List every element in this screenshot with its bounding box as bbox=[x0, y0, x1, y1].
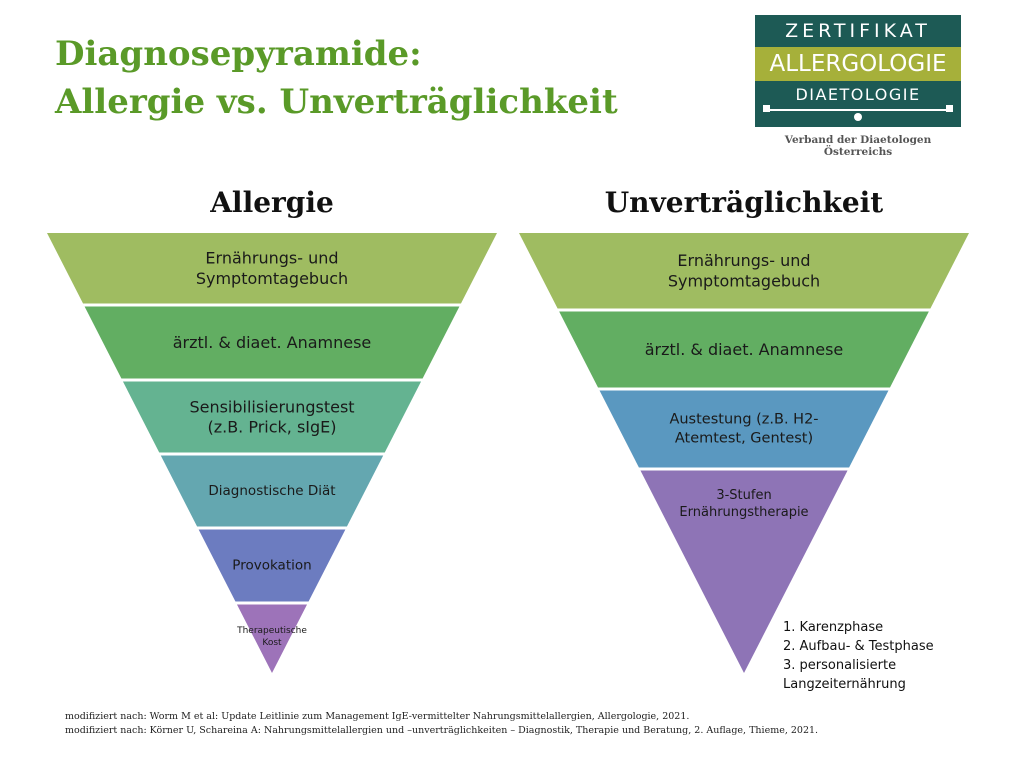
pyramid-tier-label: Therapeutische bbox=[236, 626, 307, 636]
pyramid-tier-label: Ernährungstherapie bbox=[679, 505, 808, 520]
pyramid-tier-label: ärztl. & diaet. Anamnese bbox=[645, 340, 844, 359]
logo-square-right bbox=[946, 105, 953, 112]
logo-diaetologie-text: DIAETOLOGIE bbox=[755, 85, 961, 104]
pyramid-tier-label: Austestung (z.B. H2- bbox=[669, 412, 818, 428]
references: modifiziert nach: Worm M et al: Update L… bbox=[65, 710, 818, 738]
logo-caption: Verband der Diaetologen Österreichs bbox=[784, 134, 932, 158]
pyramid-tier-label: Kost bbox=[262, 638, 282, 648]
title-line-2: Allergie vs. Unverträglichkeit bbox=[55, 82, 618, 122]
pyramid-tier-label: ärztl. & diaet. Anamnese bbox=[173, 333, 372, 352]
pyramid-tier bbox=[47, 233, 497, 304]
logo-row-zertifikat: ZERTIFIKAT bbox=[755, 15, 961, 47]
pyramid-tier-label: Sensibilisierungstest bbox=[189, 397, 354, 416]
pyramid-tier bbox=[559, 311, 929, 388]
logo-divider-line bbox=[767, 109, 949, 111]
allergie-heading: Allergie bbox=[210, 186, 334, 219]
pyramid-tier-label: Symptomtagebuch bbox=[196, 269, 348, 288]
pyramid-tier-label: Provokation bbox=[232, 558, 311, 574]
pyramid-tier bbox=[198, 529, 346, 602]
pyramid-tier bbox=[599, 390, 889, 468]
pyramid-tier-label: 3-Stufen bbox=[716, 488, 771, 503]
unvertraeglichkeit-heading: Unverträglichkeit bbox=[604, 186, 884, 219]
pyramid-tier-label: (z.B. Prick, sIgE) bbox=[207, 418, 336, 437]
logo-row-diaetologie: DIAETOLOGIE bbox=[755, 81, 961, 127]
pyramid-tier-label: Diagnostische Diät bbox=[208, 483, 335, 499]
therapy-step: 3. personalisierte Langzeiternährung bbox=[783, 658, 906, 692]
pyramid-tier bbox=[84, 306, 460, 379]
logo-square-left bbox=[763, 105, 770, 112]
title-line-1: Diagnosepyramide: bbox=[55, 34, 422, 74]
logo-row-allergologie: ALLERGOLOGIE bbox=[755, 47, 961, 81]
pyramid-tier bbox=[236, 604, 308, 673]
therapy-step: 1. Karenzphase bbox=[783, 620, 884, 635]
pyramid-tier-label: Atemtest, Gentest) bbox=[675, 430, 813, 446]
pyramid-tier bbox=[160, 455, 384, 527]
pyramid-tier bbox=[519, 233, 969, 309]
pyramid-tier-label: Ernährungs- und bbox=[205, 249, 338, 268]
pyramid-tier-label: Ernährungs- und bbox=[677, 251, 810, 270]
reference-2: modifiziert nach: Körner U, Schareina A:… bbox=[65, 725, 819, 736]
reference-1: modifiziert nach: Worm M et al: Update L… bbox=[65, 711, 690, 722]
certificate-logo: ZERTIFIKAT ALLERGOLOGIE DIAETOLOGIE bbox=[755, 15, 961, 127]
pyramid-tier-label: Symptomtagebuch bbox=[668, 271, 820, 290]
therapy-steps: 1. Karenzphase 2. Aufbau- & Testphase 3.… bbox=[783, 618, 1023, 694]
pyramid-tier bbox=[122, 381, 422, 453]
logo-dot bbox=[854, 113, 862, 121]
therapy-step: 2. Aufbau- & Testphase bbox=[783, 639, 934, 654]
pyramid-tier bbox=[640, 470, 848, 673]
slide-title: Diagnosepyramide: Allergie vs. Unverträg… bbox=[55, 30, 618, 126]
